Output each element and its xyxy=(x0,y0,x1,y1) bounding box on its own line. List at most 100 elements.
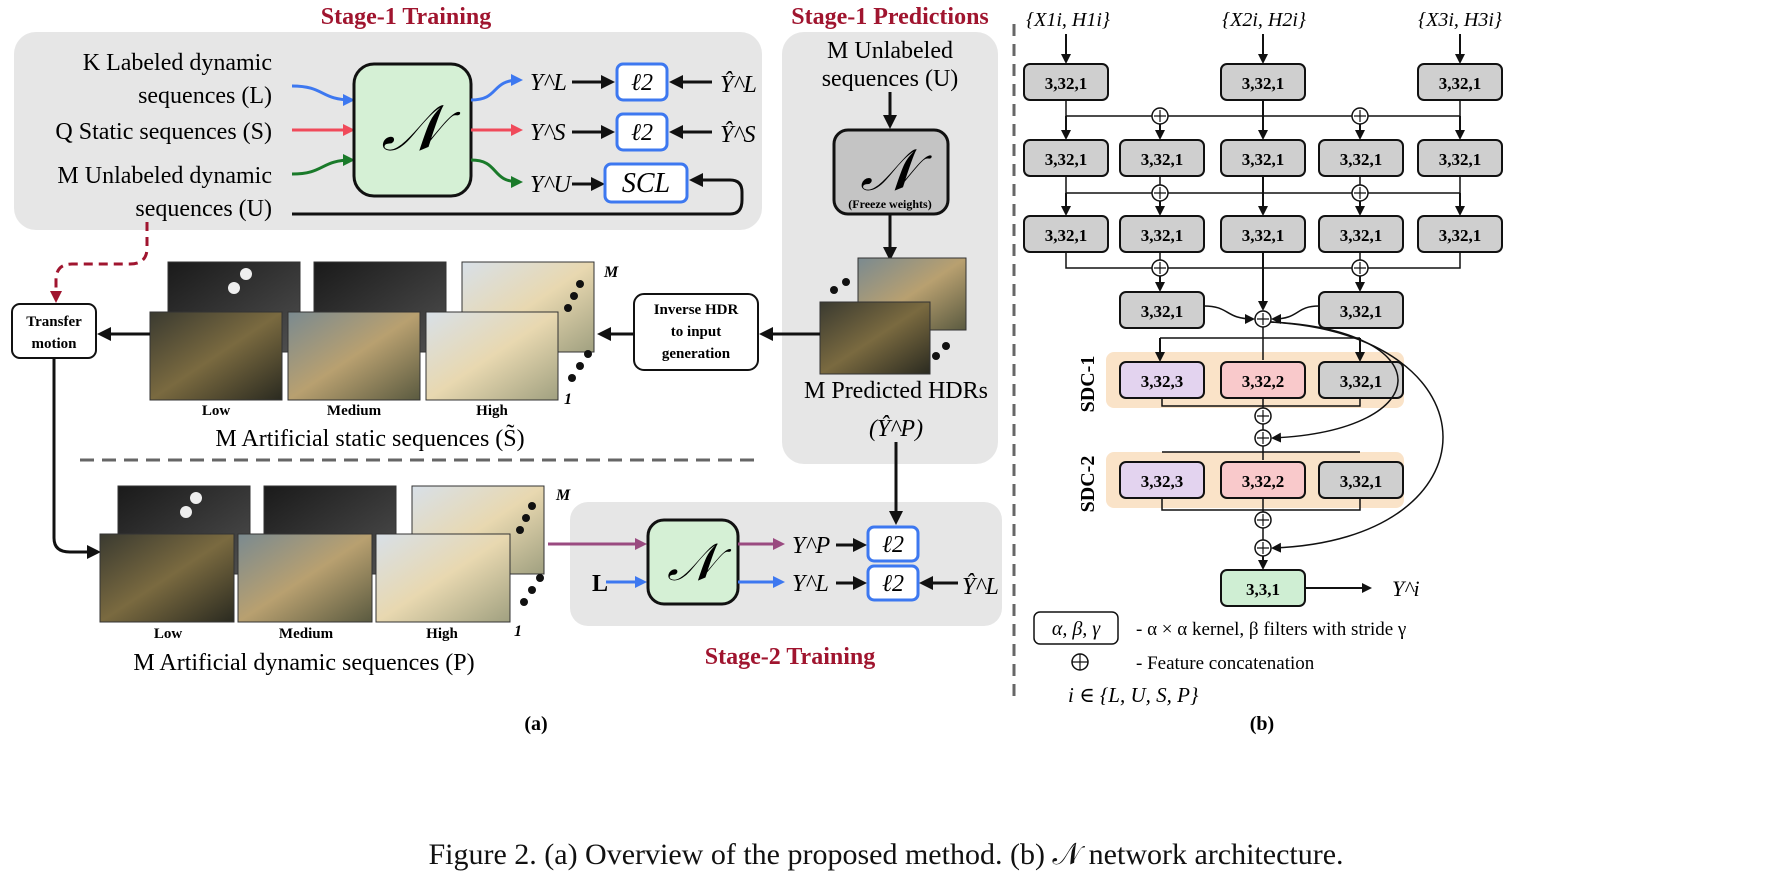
arch-block-r2c4 xyxy=(1318,139,1404,177)
transfer-motion-line1: Transfer xyxy=(26,314,82,330)
stack-dot xyxy=(576,280,584,288)
static-front-high xyxy=(425,311,559,401)
arch-wire xyxy=(1161,498,1361,512)
arch-block-r3c4 xyxy=(1318,215,1404,253)
arch-block-label: 3,32,1 xyxy=(1045,226,1088,245)
pred-unlabeled-line1: M Unlabeled xyxy=(827,38,953,64)
output-ys: Y^S xyxy=(530,120,565,146)
arch-input-2: {X2i, H2i} xyxy=(1222,9,1306,31)
dynamic-front-high xyxy=(375,533,511,623)
loss-l2-static-text: ℓ2 xyxy=(631,120,653,146)
arch-block-label: 3,32,1 xyxy=(1439,74,1482,93)
stack-label-bottom-static: 1 xyxy=(564,391,572,408)
loss-scl xyxy=(603,162,689,204)
architecture-diagram: {X1i, H1i} {X2i, H2i} {X3i, H3i} 3,32,1 … xyxy=(1023,9,1503,735)
legend-key-desc: - α × α kernel, β filters with stride γ xyxy=(1136,619,1406,640)
arch-block-label: 3,32,1 xyxy=(1439,226,1482,245)
arrow-to-transfer xyxy=(50,222,149,303)
stack-label-top-dynamic: M xyxy=(555,487,571,504)
arch-block-r3c2 xyxy=(1119,215,1205,253)
stack-dot xyxy=(584,350,592,358)
stack-dot xyxy=(576,362,584,370)
arch-wire xyxy=(1065,252,1461,269)
arch-block-r4c2 xyxy=(1119,291,1205,329)
static-seq-caption: M Artificial static sequences (S̃) xyxy=(215,424,524,452)
stage2-output-yl: Y^L xyxy=(792,571,829,597)
gt-ys: Ŷ^S xyxy=(720,122,755,148)
network-stage2 xyxy=(646,518,740,606)
arch-block-label: 3,32,1 xyxy=(1045,74,1088,93)
stage2-loss-l2-l-text: ℓ2 xyxy=(882,571,904,597)
dynamic-exposure-low: Low xyxy=(154,626,183,642)
predicted-hdrs-label: M Predicted HDRs xyxy=(804,378,988,404)
arch-block-label: 3,32,2 xyxy=(1242,372,1285,391)
stage2-loss-l2-p xyxy=(866,525,920,563)
hdr-dot xyxy=(932,352,940,360)
stage2-training-title: Stage-2 Training xyxy=(705,644,875,670)
stack-dot xyxy=(528,586,536,594)
stack-label-bottom-dynamic: 1 xyxy=(514,623,522,640)
arch-wire xyxy=(1160,327,1360,360)
input-unlabeled-line1: M Unlabeled dynamic xyxy=(57,163,272,189)
arch-block-label: 3,32,1 xyxy=(1141,302,1184,321)
dynamic-exposure-medium: Medium xyxy=(279,626,334,642)
stack-dot xyxy=(528,502,536,510)
hdr-dot xyxy=(842,278,850,286)
arch-block-label: 3,32,1 xyxy=(1045,150,1088,169)
arrow-labeled-out xyxy=(470,74,523,102)
sdc1-block-c xyxy=(1318,361,1404,399)
static-exposure-low: Low xyxy=(202,403,231,419)
arch-block-label: 3,32,1 xyxy=(1340,372,1383,391)
arch-wire xyxy=(1271,305,1320,324)
arrow-transfer-to-dynamic xyxy=(52,358,101,559)
legend-key: α, β, γ xyxy=(1052,618,1101,640)
stage2-loss-l2-l xyxy=(866,564,920,602)
arch-input-1: {X1i, H1i} xyxy=(1026,9,1110,31)
stage2-loss-l2-p-text: ℓ2 xyxy=(882,532,904,558)
arrow-unlabeled-in xyxy=(291,154,355,176)
static-exposure-medium: Medium xyxy=(327,403,382,419)
dynamic-light xyxy=(190,492,202,504)
arch-block-label: 3,32,1 xyxy=(1141,226,1184,245)
arch-block-r4c4 xyxy=(1318,291,1404,329)
stack-dot xyxy=(570,292,578,300)
arch-block-label: 3,3,1 xyxy=(1246,580,1280,599)
arch-block-label: 3,32,1 xyxy=(1242,150,1285,169)
input-static: Q Static sequences (S) xyxy=(55,119,272,145)
output-yl: Y^L xyxy=(530,70,567,96)
input-labeled-line1: K Labeled dynamic xyxy=(83,50,272,76)
pred-unlabeled-line2: sequences (U) xyxy=(822,66,959,92)
arch-input-3: {X3i, H3i} xyxy=(1418,9,1502,31)
figure-canvas: Stage-1 Training K Labeled dynamic seque… xyxy=(11,4,1503,735)
hdr-dot xyxy=(942,342,950,350)
stack-dot xyxy=(568,374,576,382)
loss-l2-labeled xyxy=(615,62,669,102)
output-yu: Y^U xyxy=(530,172,572,198)
arrow-labeled-in xyxy=(291,84,355,106)
dynamic-front-low xyxy=(99,533,235,623)
arch-block-r2c2 xyxy=(1119,139,1205,177)
dynamic-light xyxy=(180,506,192,518)
freeze-label: (Freeze weights) xyxy=(848,197,931,211)
arch-wire xyxy=(1162,446,1360,460)
stack-dot xyxy=(516,526,524,534)
hdr-dot xyxy=(830,286,838,294)
arrow-unlabeled-out xyxy=(470,158,523,188)
concat-plus-signs xyxy=(1154,110,1366,554)
transfer-motion-line2: motion xyxy=(32,336,78,352)
inverse-hdr-line3: generation xyxy=(662,346,731,362)
stage1-predictions-title: Stage-1 Predictions xyxy=(791,4,989,30)
arch-block-label: 3,32,1 xyxy=(1340,150,1383,169)
input-unlabeled-line2: sequences (U) xyxy=(135,196,272,222)
stage1-training-title: Stage-1 Training xyxy=(321,4,491,30)
inverse-hdr-box xyxy=(633,293,759,371)
loss-l2-labeled-text: ℓ2 xyxy=(631,70,653,96)
stage2-gt-yl: Ŷ^L xyxy=(962,574,999,600)
stage2-input-l: L xyxy=(592,571,608,597)
loss-scl-text: SCL xyxy=(622,168,670,199)
stack-dot xyxy=(564,304,572,312)
gt-yl: Ŷ^L xyxy=(720,72,757,98)
arch-block-label: 3,32,2 xyxy=(1242,472,1285,491)
dynamic-front-medium xyxy=(237,533,373,623)
scl-feedback-line xyxy=(292,173,744,216)
